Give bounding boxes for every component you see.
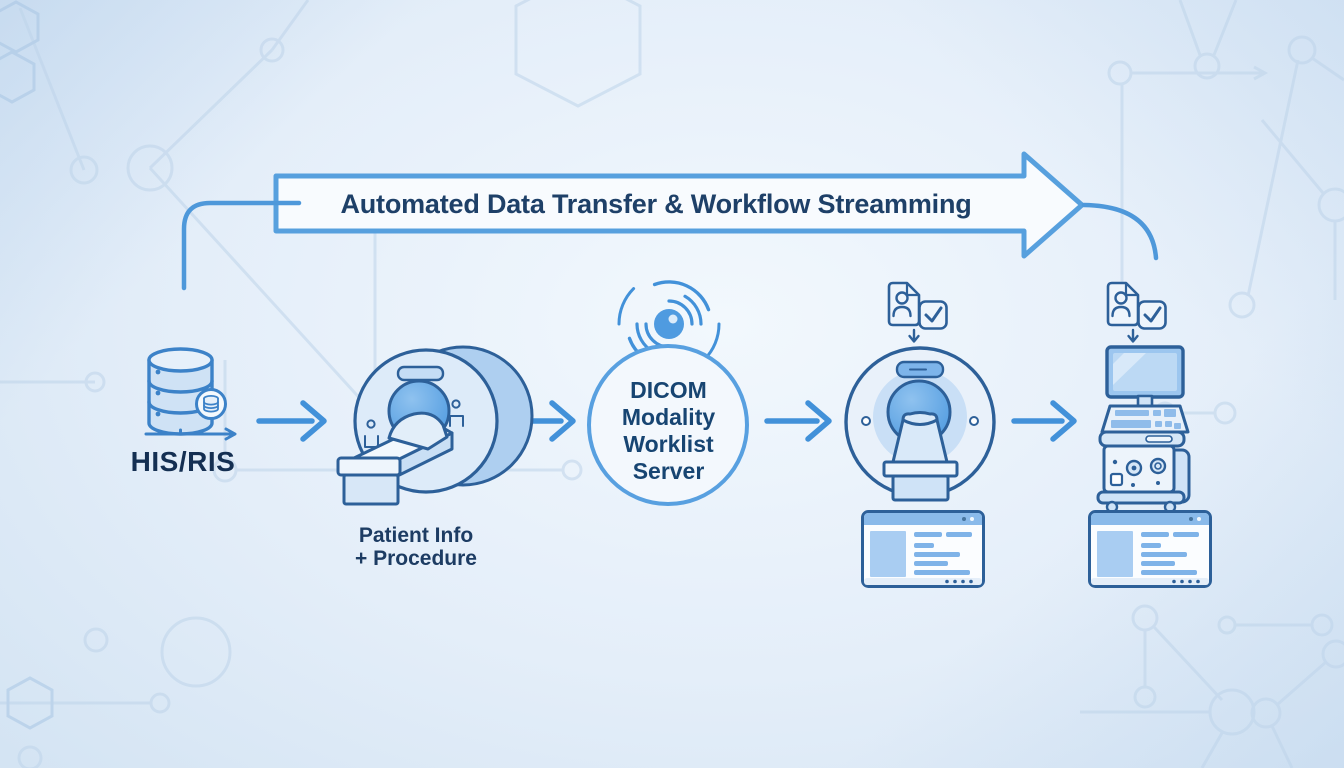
banner-arrow <box>273 151 1085 259</box>
modality-caption-line1: Patient Info <box>358 524 474 547</box>
dicom-server-label: DICOM Modality Worklist Server <box>588 377 749 485</box>
modality-caption-line2: + Procedure <box>355 547 477 570</box>
dicom-label-line: Modality <box>621 404 716 430</box>
modality-caption: Patient Info + Procedure <box>316 524 516 570</box>
dicom-server-circle <box>587 344 749 506</box>
ct-scanner-side-icon <box>336 345 534 506</box>
worklist-window-icon <box>861 510 985 588</box>
flow-arrow-icon <box>764 400 832 442</box>
dicom-label-line: Worklist <box>623 431 714 457</box>
flow-arrow-icon <box>1011 400 1077 442</box>
patient-file-check-icon <box>887 281 948 343</box>
database-icon <box>144 347 237 441</box>
dicom-label-line: Server <box>632 458 705 484</box>
mri-front-icon <box>844 346 996 502</box>
connector-banner-to-workstation <box>1081 202 1159 261</box>
banner-title: Automated Data Transfer & Workflow Strea… <box>340 189 972 219</box>
connector-hisris-to-banner <box>181 200 302 291</box>
patient-file-check-icon <box>1106 281 1167 343</box>
his-ris-label: HIS/RIS <box>130 446 236 477</box>
dicom-label-line: DICOM <box>630 377 707 403</box>
flow-arrow-icon <box>256 400 327 442</box>
worklist-window-icon <box>1088 510 1212 588</box>
ultrasound-cart-icon <box>1096 345 1191 514</box>
